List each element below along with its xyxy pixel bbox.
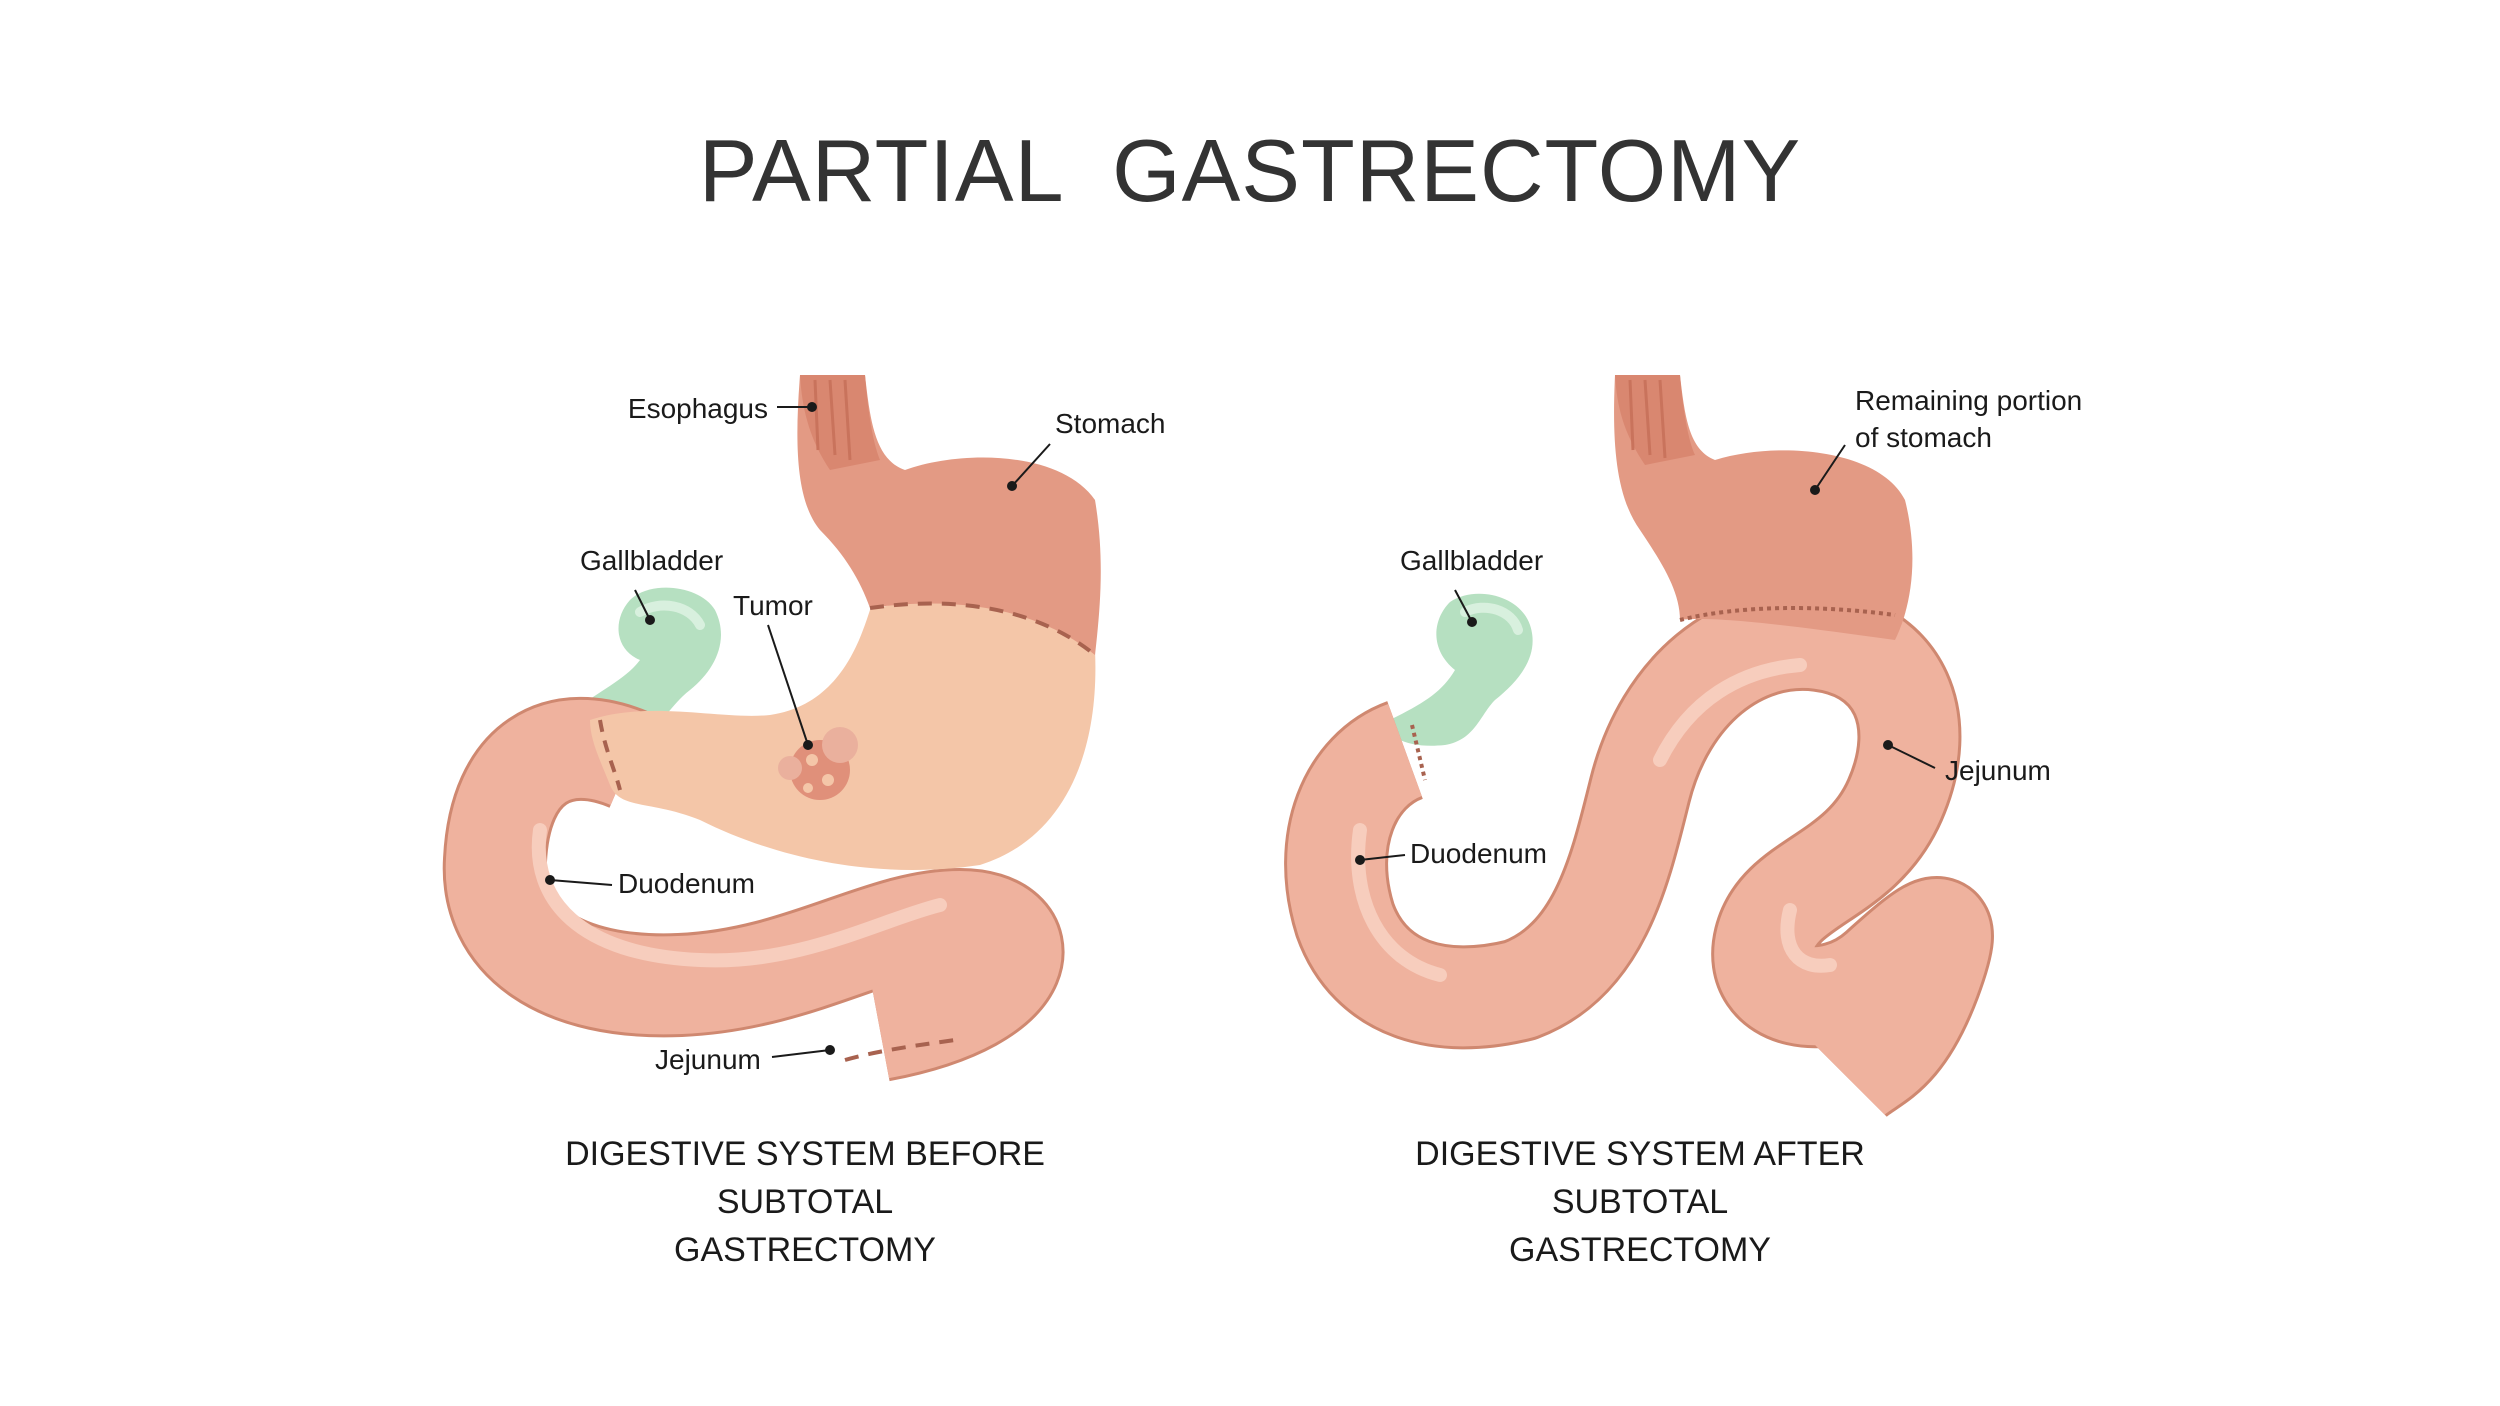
tumor-label: Tumor xyxy=(733,590,813,621)
gallbladder-shape-after xyxy=(1380,593,1533,746)
before-caption-line1: DIGESTIVE SYSTEM BEFORE SUBTOTAL xyxy=(565,1135,1045,1221)
stomach-label: Stomach xyxy=(1055,408,1166,439)
intestine-shape-before xyxy=(442,696,1065,1082)
after-caption-line2: GASTRECTOMY xyxy=(1509,1231,1771,1269)
duodenum-label-before: Duodenum xyxy=(618,868,755,899)
esophagus-label: Esophagus xyxy=(628,393,768,424)
gallbladder-label-after: Gallbladder xyxy=(1400,545,1543,576)
jejunum-label-after: Jejunum xyxy=(1945,755,2051,786)
after-caption: DIGESTIVE SYSTEM AFTER SUBTOTAL GASTRECT… xyxy=(1340,1130,1940,1274)
intestine-shape-after xyxy=(1284,586,1994,1119)
stomach-remaining-after xyxy=(1614,375,1913,640)
tumor-shape xyxy=(778,727,858,800)
gallbladder-label-before: Gallbladder xyxy=(580,545,723,576)
after-caption-line1: DIGESTIVE SYSTEM AFTER SUBTOTAL xyxy=(1415,1135,1865,1221)
remaining-stomach-label-line1: Remaining portion xyxy=(1855,385,2082,416)
leaders-after xyxy=(1355,444,1936,865)
leaders-before xyxy=(545,402,1051,1058)
remaining-stomach-label-line2: of stomach xyxy=(1855,422,1992,453)
jejunum-label-before: Jejunum xyxy=(655,1044,761,1075)
page-title: PARTIAL GASTRECTOMY xyxy=(698,121,1802,220)
stomach-upper-before xyxy=(598,375,1101,791)
after-diagram: Remaining portion of stomach Gallbladder… xyxy=(1284,375,2082,1119)
gallbladder-shape-before xyxy=(560,587,721,735)
duodenum-label-after: Duodenum xyxy=(1410,838,1547,869)
before-diagram: Esophagus Stomach Gallbladder Tumor Duod… xyxy=(442,375,1166,1082)
before-caption-line2: GASTRECTOMY xyxy=(674,1231,936,1269)
before-caption: DIGESTIVE SYSTEM BEFORE SUBTOTAL GASTREC… xyxy=(500,1130,1110,1274)
